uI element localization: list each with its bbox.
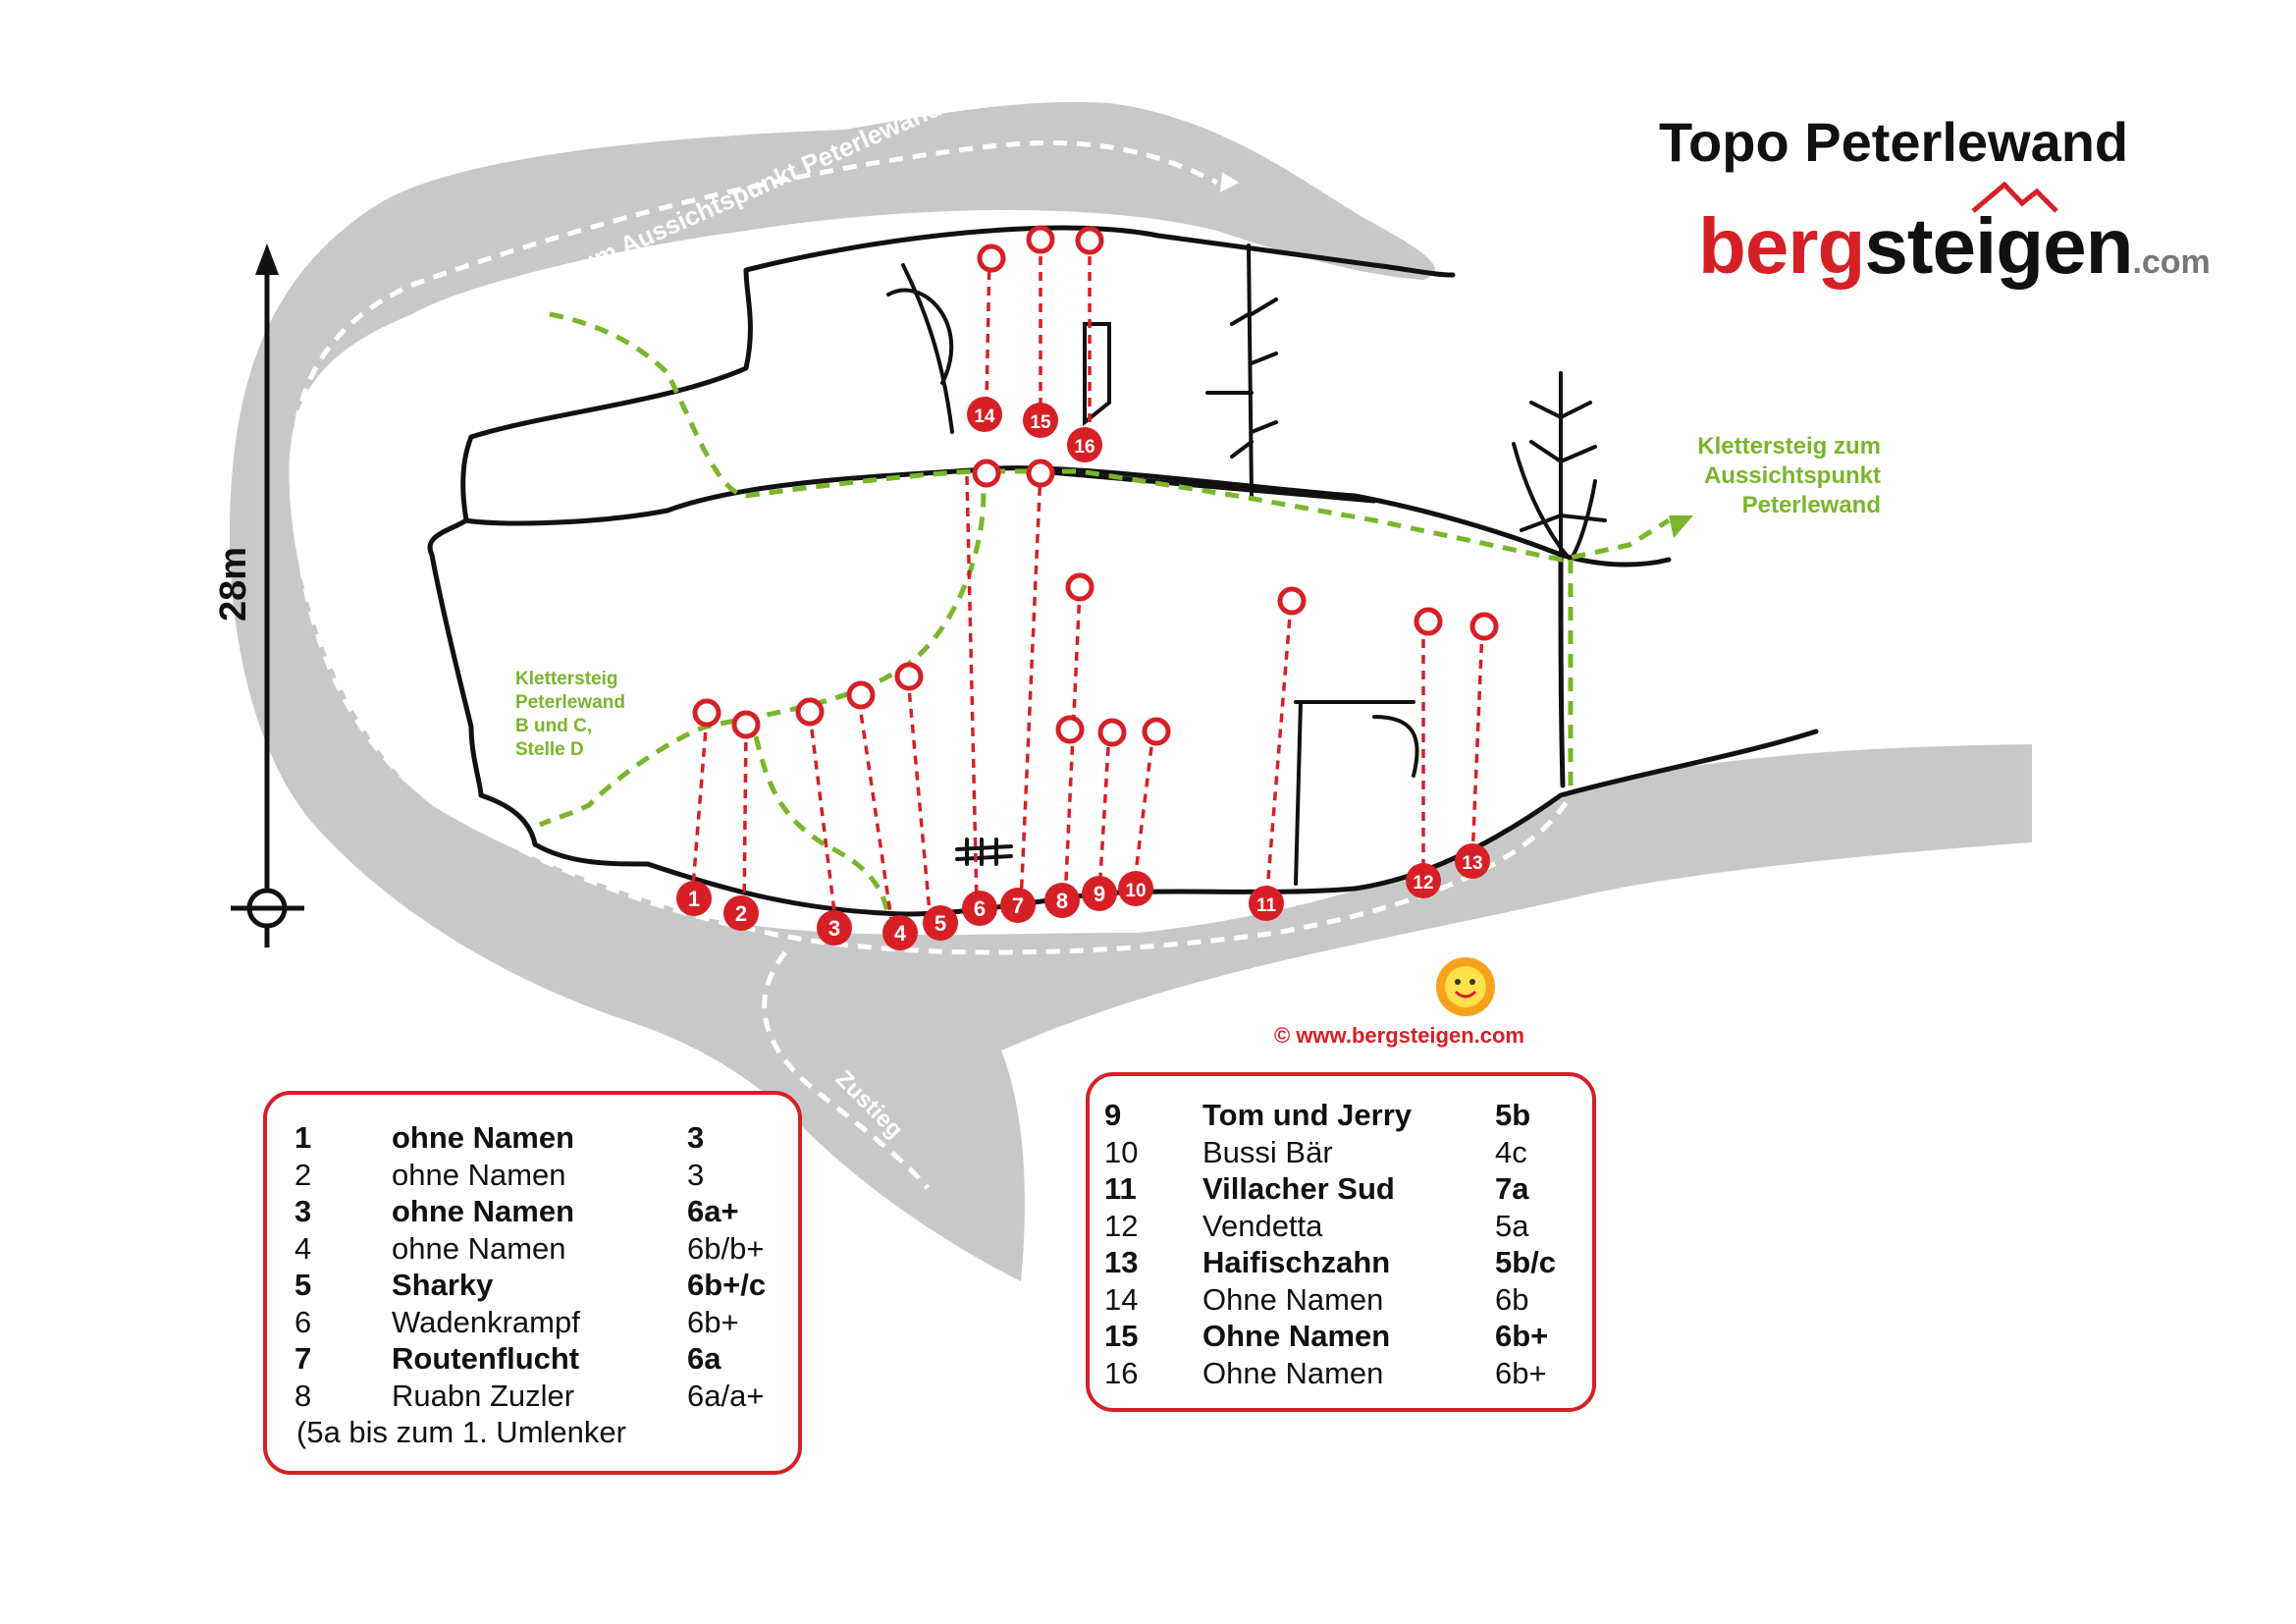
klettersteig-right-label: Klettersteig zum Aussichtspunkt Peterlew… [1697,433,1881,518]
legend-grade: 6b/b+ [687,1230,765,1266]
svg-text:6: 6 [974,896,986,921]
legend-num: 14 [1104,1281,1139,1317]
legend-num: 12 [1104,1208,1139,1243]
svg-text:8: 8 [1056,889,1068,913]
legend-name: Ohne Namen [1202,1355,1384,1390]
route-marker-9: 9 [1082,876,1117,911]
legend-name: ohne Namen [392,1157,566,1192]
svg-text:16: 16 [1074,437,1095,458]
legend-name: Haifischzahn [1202,1245,1391,1279]
svg-text:9: 9 [1094,882,1105,906]
legend-grade: 6b+ [1495,1319,1549,1353]
route-marker-15: 15 [1023,403,1058,438]
height-scale [231,265,304,947]
klettersteig-left-label: Klettersteig Peterlewand B und C, Stelle… [515,669,625,760]
legend-grade: 5b [1495,1098,1531,1132]
legend-num: 5 [294,1268,312,1302]
legend-num: 10 [1104,1134,1139,1169]
legend-name: ohne Namen [392,1194,575,1228]
svg-text:4: 4 [894,921,907,946]
legend-num: 6 [294,1304,312,1339]
svg-text:2: 2 [735,901,747,926]
scale-arrow-icon [255,244,279,275]
legend-num: 8 [294,1378,312,1413]
svg-text:3: 3 [828,916,840,941]
legend-note: (5a bis zum 1. Umlenker [296,1415,626,1449]
route-marker-10: 10 [1118,871,1153,906]
legend-grade: 7a [1495,1171,1529,1206]
copyright-link[interactable]: © www.bergsteigen.com [1274,1023,1524,1048]
legend-grade: 6b+ [1495,1355,1547,1390]
page-title: Topo Peterlewand [1659,111,2129,173]
route-marker-11: 11 [1249,886,1284,921]
sun-icon [1436,957,1495,1016]
legend-grade: 6a+ [687,1194,739,1228]
legend-grade: 6b+ [687,1304,739,1339]
legend-name: Vendetta [1202,1208,1323,1243]
svg-text:1: 1 [688,887,700,911]
legend-name: Villacher Sud [1202,1171,1395,1206]
legend-grade: 6a/a+ [687,1378,765,1413]
legend-name: Wadenkrampf [392,1304,580,1339]
svg-text:13: 13 [1462,853,1482,874]
route-marker-1: 1 [676,881,712,916]
legend-name: ohne Namen [392,1230,566,1266]
legend-name: Ohne Namen [1202,1319,1391,1353]
legend-grade: 5b/c [1495,1245,1557,1279]
legend-num: 16 [1104,1355,1139,1390]
legend-num: 1 [294,1120,312,1155]
brand-logo: bergsteigen.com [1698,202,2211,290]
legend-num: 11 [1104,1171,1137,1206]
legend-name: Ruabn Zuzler [392,1378,575,1413]
descent-trail [292,140,1219,472]
legend-num: 15 [1104,1319,1139,1353]
legend-grade: 6b [1495,1281,1529,1317]
route-marker-16: 16 [1067,427,1102,462]
route-marker-3: 3 [817,910,852,946]
legend-name: Routenflucht [392,1341,580,1376]
mountain-logo-icon [1971,181,2058,213]
route-marker-6: 6 [962,891,997,926]
svg-text:15: 15 [1030,412,1051,433]
terrain-band [229,102,2033,1281]
svg-text:14: 14 [974,406,995,427]
legend-name: Sharky [392,1268,494,1302]
svg-text:10: 10 [1125,881,1146,901]
legend-num: 3 [294,1194,312,1228]
legend-name: Ohne Namen [1202,1281,1384,1317]
legend-grade: 4c [1495,1134,1527,1169]
svg-text:11: 11 [1256,895,1277,916]
legend-name: ohne Namen [392,1120,575,1155]
legend-grade: 6b+/c [687,1268,767,1302]
route-marker-4: 4 [882,915,918,950]
svg-text:7: 7 [1012,893,1024,918]
route-marker-12: 12 [1406,863,1441,898]
legend-num: 2 [294,1157,312,1192]
route-marker-2: 2 [723,895,759,931]
legend-name: Bussi Bär [1202,1134,1333,1169]
legend-grade: 3 [687,1157,705,1192]
legend-num: 9 [1104,1098,1122,1132]
route-marker-5: 5 [923,905,958,941]
legend-grade: 6a [687,1341,721,1376]
legend-num: 13 [1104,1245,1139,1279]
legend-grade: 3 [687,1120,705,1155]
legend-name: Tom und Jerry [1202,1098,1413,1132]
svg-text:12: 12 [1413,873,1433,893]
legend-grade: 5a [1495,1208,1529,1243]
svg-text:5: 5 [934,911,946,936]
route-marker-8: 8 [1044,883,1080,918]
route-marker-13: 13 [1455,843,1490,879]
legend-num: 7 [294,1341,312,1376]
legend-right: 9 Tom und Jerry 5b 10 Bussi Bär 4c 11 Villacher… [1086,1072,1596,1412]
route-marker-14: 14 [967,397,1002,432]
height-label: 28m [213,547,254,622]
route-marker-7: 7 [1000,888,1036,923]
legend-num: 4 [294,1230,312,1266]
approach-trail [292,470,1574,955]
